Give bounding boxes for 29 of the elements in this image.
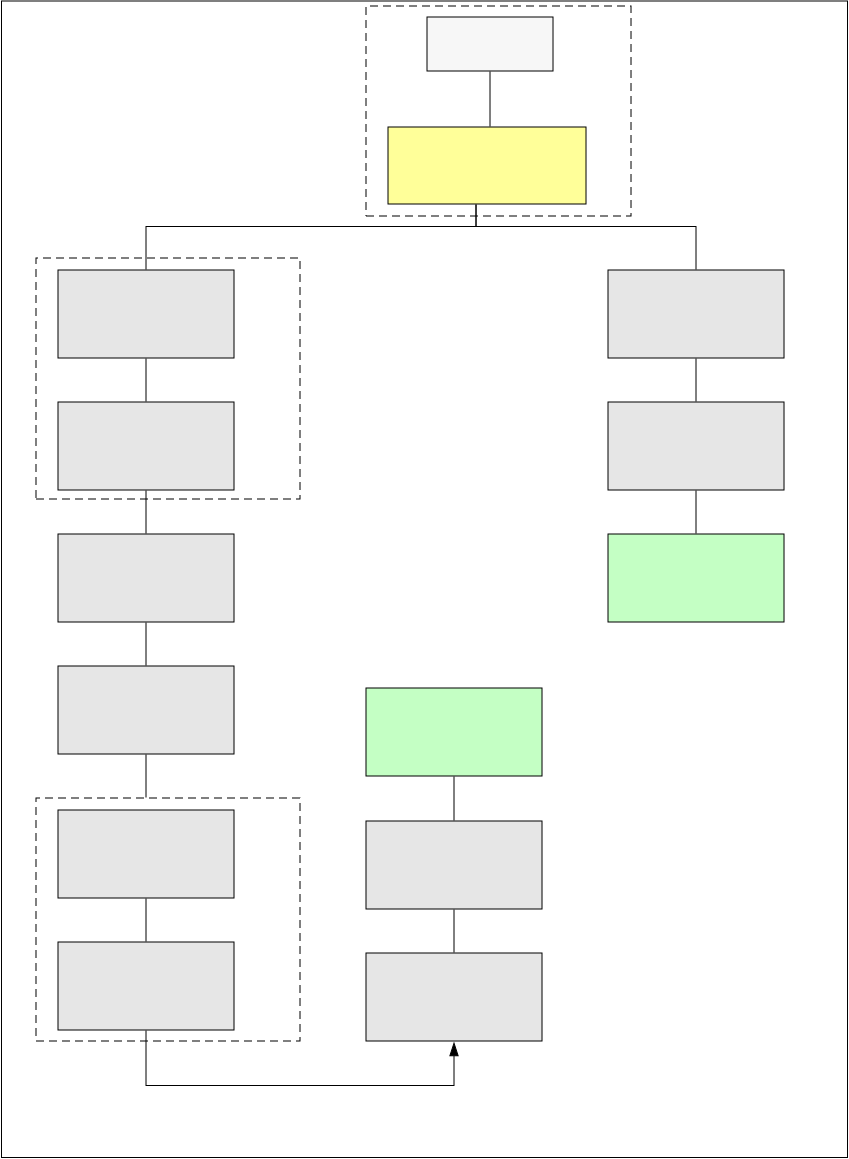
connector-line (145, 898, 147, 942)
group-frame (35, 257, 301, 500)
process-box (365, 820, 543, 910)
process-box (57, 665, 235, 755)
process-box (426, 16, 554, 72)
process-box (57, 533, 235, 623)
process-box (365, 952, 543, 1042)
connector-line (145, 754, 147, 798)
connector-line (489, 71, 491, 127)
connector-line (145, 490, 147, 534)
arrow (145, 1030, 459, 1086)
connector-line (453, 776, 455, 821)
process-box (607, 401, 785, 491)
process-box (57, 401, 235, 491)
process-box (607, 533, 785, 623)
connector-line (695, 490, 697, 534)
connector-line (145, 622, 147, 666)
connector-line (145, 358, 147, 402)
process-box (57, 809, 235, 899)
process-box (387, 126, 587, 205)
process-box (57, 269, 235, 359)
process-box (365, 687, 543, 777)
connector-line (695, 358, 697, 402)
connector-line (453, 909, 455, 953)
group-frame (35, 797, 301, 1042)
process-box (607, 269, 785, 359)
group-frame (365, 5, 632, 217)
process-box (57, 941, 235, 1031)
connector-line (475, 204, 697, 270)
